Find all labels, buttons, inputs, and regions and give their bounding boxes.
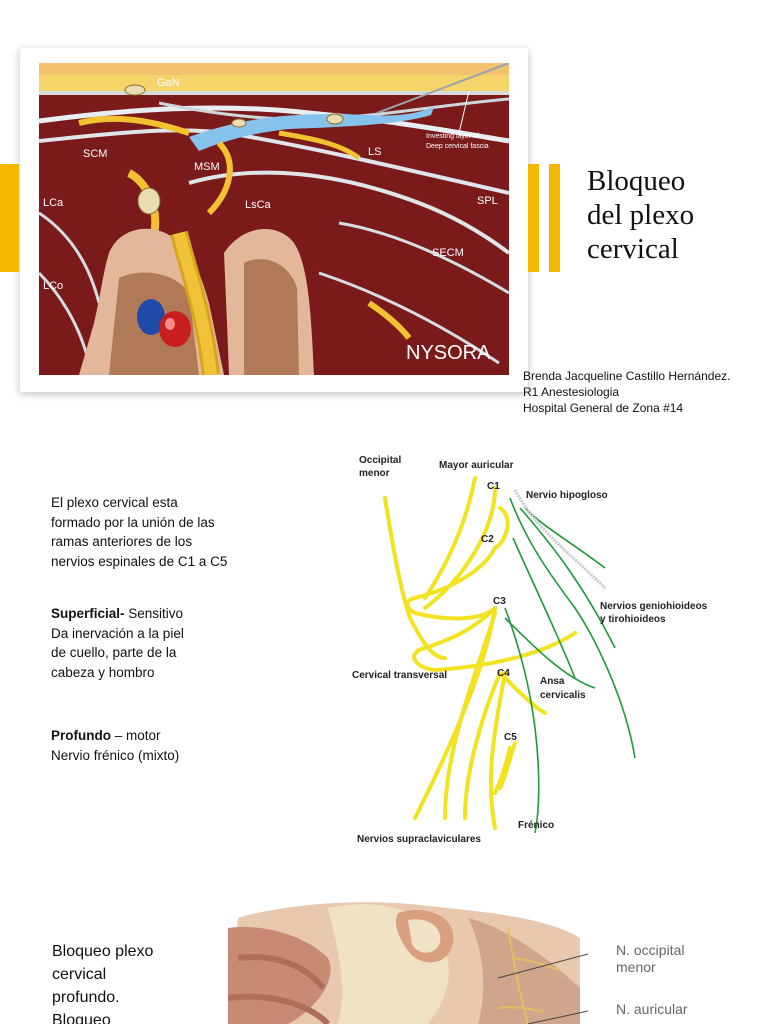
author-info: Brenda Jacqueline Castillo Hernández. R1… (523, 368, 730, 416)
label-lco: LCo (43, 280, 63, 292)
author-name: Brenda Jacqueline Castillo Hernández. (523, 369, 731, 383)
label-n-occipital-menor: N. occipital menor (616, 942, 684, 976)
label-ls: LS (368, 146, 381, 158)
motor-nerves (504, 497, 636, 834)
label-occipital-line1: N. occipital (616, 942, 685, 958)
title-line: cervical (587, 233, 679, 265)
superficial-line: de cuello, parte de la (51, 645, 177, 660)
superficial-line: cabeza y hombro (51, 664, 155, 680)
label-geniohioideos-line1: Nervios geniohioideos (600, 601, 708, 612)
deep-block-line: profundo. (52, 989, 120, 1006)
label-geniohioideos-line2: y tirohioideos (600, 614, 666, 625)
sensory-nerves (383, 476, 577, 830)
label-c3: C3 (493, 596, 506, 607)
superficial-term: Superficial- (51, 606, 125, 621)
label-occipital-line2: menor (359, 468, 390, 479)
intro-line: nervios espinales de C1 a C5 (51, 553, 228, 569)
author-role: R1 Anestesiologia (523, 385, 620, 399)
label-occipital-line2: menor (616, 959, 656, 975)
superficial-rest: Sensitivo (124, 606, 184, 621)
profundo-line: Nervio frénico (mixto) (51, 747, 180, 763)
intro-line: formado por la unión de las (51, 514, 215, 530)
nysora-logo: NYSORA (406, 342, 491, 364)
superficial-heading: Superficial- Sensitivo (51, 604, 184, 624)
accent-bar-right-2 (549, 164, 560, 272)
label-c4: C4 (497, 668, 510, 679)
superficial-paragraph: Superficial- Sensitivo Da inervación a l… (51, 604, 184, 682)
title-line: Bloqueo (587, 165, 686, 197)
label-msm: MSM (194, 161, 220, 173)
deep-block-line: Bloqueo plexo (52, 943, 154, 960)
superficial-line: Da inervación a la piel (51, 625, 184, 641)
title-line: del plexo (587, 199, 695, 231)
cervical-cross-section-illustration: GaN SCM MSM LS LCa LsCa SPL SECM LCo Inv… (39, 63, 509, 375)
hypoglossal-nerve (513, 489, 607, 590)
cervical-plexus-diagram: Occipital menor Mayor auricular C1 C2 C3… (352, 455, 708, 845)
deep-block-slide: Bloqueo plexo cervical profundo. Bloqueo… (0, 870, 768, 1024)
deep-block-line: Bloqueo (52, 1012, 111, 1024)
plexus-anatomy-slide: El plexo cervical esta formado por la un… (0, 430, 768, 870)
label-cervical-transversal: Cervical transversal (352, 670, 447, 681)
label-c2: C2 (481, 534, 494, 545)
label-c5: C5 (504, 732, 517, 743)
accent-bar-right-1 (528, 164, 539, 272)
profundo-term: Profundo (51, 728, 111, 743)
label-lsca: LsCa (245, 199, 272, 211)
label-nervio-hipogloso: Nervio hipogloso (526, 490, 608, 501)
slide-title: Bloqueo del plexo cervical (587, 164, 757, 266)
intro-paragraph: El plexo cervical esta formado por la un… (51, 493, 227, 571)
label-spl: SPL (477, 195, 498, 207)
accent-bar-left (0, 164, 19, 272)
intro-line: El plexo cervical esta (51, 495, 178, 510)
label-n-auricular: N. auricular (616, 1001, 688, 1017)
label-mayor-auricular: Mayor auricular (439, 460, 514, 471)
label-ansa-line2: cervicalis (540, 690, 586, 701)
deep-block-line: cervical (52, 966, 107, 983)
label-lca: LCa (43, 197, 64, 209)
label-secm: SECM (432, 247, 464, 259)
label-supraclaviculares: Nervios supraclaviculares (357, 834, 481, 845)
profundo-paragraph: Profundo – motor Nervio frénico (mixto) (51, 726, 179, 765)
deep-block-text: Bloqueo plexo cervical profundo. Bloqueo (52, 940, 153, 1024)
label-gan: GaN (157, 77, 180, 89)
label-frenico: Frénico (518, 820, 554, 831)
neck-dissection-illustration (228, 898, 588, 1024)
author-hospital: Hospital General de Zona #14 (523, 401, 684, 415)
label-fascia-line1: Investing layer of (426, 133, 479, 140)
label-occipital-line1: Occipital (359, 455, 401, 466)
label-c1: C1 (487, 481, 500, 492)
ultrasound-anatomy-figure: GaN SCM MSM LS LCa LsCa SPL SECM LCo Inv… (20, 48, 528, 392)
profundo-rest: – motor (111, 728, 161, 743)
intro-line: ramas anteriores de los (51, 534, 193, 549)
label-ansa-line1: Ansa (540, 676, 565, 687)
label-scm: SCM (83, 148, 107, 160)
label-fascia-line2: Deep cervical fascia (426, 143, 489, 150)
profundo-heading: Profundo – motor (51, 726, 179, 746)
title-slide: GaN SCM MSM LS LCa LsCa SPL SECM LCo Inv… (0, 0, 768, 430)
